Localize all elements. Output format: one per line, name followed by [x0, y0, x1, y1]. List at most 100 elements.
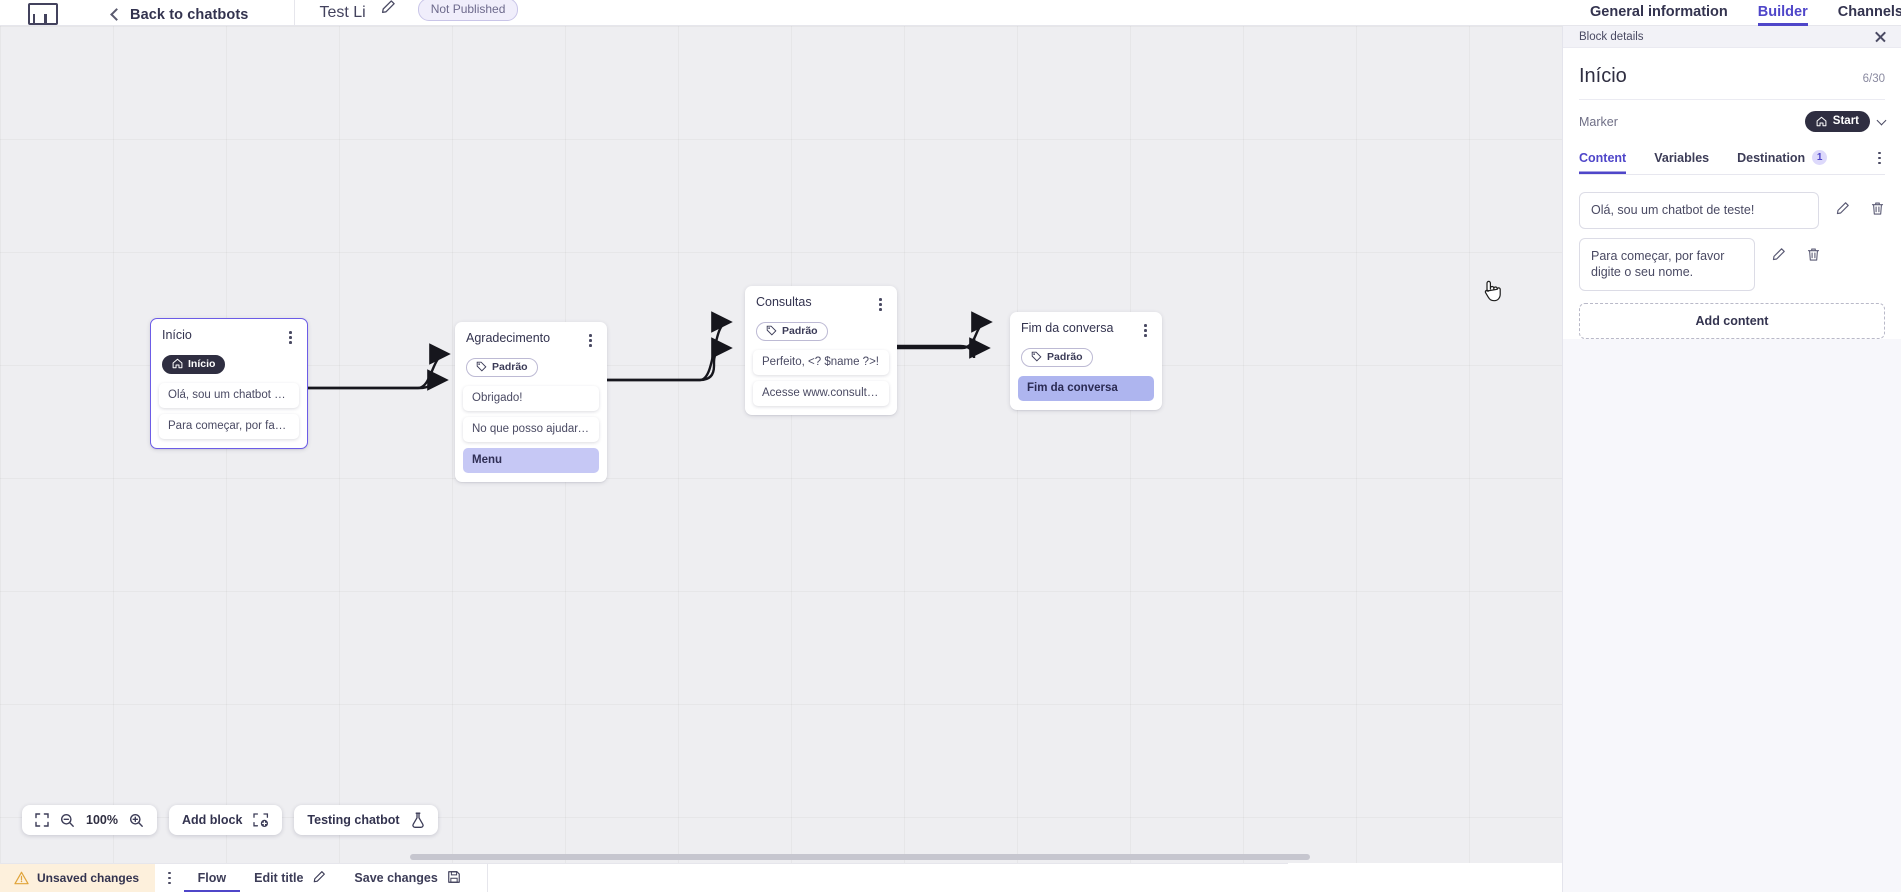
block-tag-padrao[interactable]: Padrão	[1021, 347, 1093, 367]
content-text[interactable]: Olá, sou um chatbot de teste!	[1579, 192, 1819, 229]
marker-row: Marker Start	[1579, 100, 1887, 142]
save-disk-icon	[447, 870, 461, 887]
tab-variables-label: Variables	[1654, 150, 1710, 165]
tab-destination-label: Destination	[1737, 150, 1806, 165]
bot-title: Test Li Not Published	[319, 0, 519, 25]
panel-body: Início 6/30 Marker Start Content Variabl…	[1563, 48, 1901, 339]
bottom-bar-menu-button[interactable]	[155, 871, 184, 885]
block-messages: Olá, sou um chatbot de teste! Para começ…	[151, 374, 307, 440]
block-tag-row: Padrão	[1010, 340, 1162, 368]
block-message[interactable]: Acesse www.consultas.com par...	[753, 381, 889, 407]
tab-builder[interactable]: Builder	[1758, 4, 1808, 26]
add-block-label: Add block	[181, 813, 243, 827]
panel-tabs: Content Variables Destination 1	[1579, 142, 1885, 175]
header-tabs: General information Builder Channels	[1590, 0, 1901, 26]
pencil-icon[interactable]	[380, 0, 396, 20]
flow-canvas[interactable]: Início Início Olá, sou um chatbot de tes…	[0, 26, 1562, 863]
chevron-left-icon	[110, 8, 123, 21]
zoom-out-icon[interactable]	[60, 813, 75, 828]
block-menu-button[interactable]	[875, 295, 886, 314]
panel-header: Block details	[1563, 26, 1901, 48]
add-block-button[interactable]: Add block	[168, 805, 283, 835]
block-tag-label: Padrão	[782, 324, 818, 337]
content-text[interactable]: Para começar, por favor digite o seu nom…	[1579, 238, 1755, 291]
block-message[interactable]: Olá, sou um chatbot de teste!	[159, 383, 299, 409]
back-to-chatbots-label: Back to chatbots	[130, 7, 249, 23]
flow-block-inicio[interactable]: Início Início Olá, sou um chatbot de tes…	[150, 318, 308, 450]
block-header: Fim da conversa	[1010, 321, 1162, 340]
tab-channels[interactable]: Channels	[1837, 4, 1901, 20]
canvas-toolbar: 100% Add block Testing chatbot	[22, 805, 438, 835]
block-message[interactable]: Obrigado!	[463, 386, 599, 412]
trash-icon[interactable]	[1806, 247, 1821, 262]
block-messages: Fim da conversa	[1010, 367, 1162, 402]
edit-title-button[interactable]: Edit title	[240, 864, 340, 892]
flow-block-agradecimento[interactable]: Agradecimento Padrão Obrigado! No que po…	[455, 322, 607, 483]
block-menu-button[interactable]	[585, 331, 596, 350]
testing-chatbot-button[interactable]: Testing chatbot	[294, 805, 438, 835]
tag-icon	[476, 362, 487, 372]
bottom-bar: Unsaved changes Flow Edit title Save cha…	[0, 863, 1288, 892]
save-changes-button[interactable]: Save changes	[340, 864, 474, 892]
block-message-end[interactable]: Fim da conversa	[1018, 376, 1154, 402]
chevron-down-icon[interactable]	[1876, 115, 1887, 125]
block-tag-padrao[interactable]: Padrão	[466, 357, 538, 377]
marker-value: Start	[1832, 115, 1859, 127]
content-item-actions	[1755, 238, 1821, 262]
marker-control[interactable]: Start	[1804, 111, 1887, 132]
add-block-icon	[253, 812, 269, 828]
bottom-bar-divider	[486, 863, 488, 892]
close-icon[interactable]	[1874, 30, 1887, 43]
unsaved-changes-indicator: Unsaved changes	[0, 863, 156, 892]
zoom-controls: 100%	[22, 805, 157, 835]
app-logo[interactable]	[26, 0, 60, 25]
flow-block-fim-da-conversa[interactable]: Fim da conversa Padrão Fim da conversa	[1010, 312, 1162, 411]
content-item-actions	[1819, 192, 1885, 216]
block-header: Agradecimento	[455, 331, 607, 350]
bottom-tab-flow[interactable]: Flow	[184, 864, 240, 892]
top-header: Back to chatbots Test Li Not Published G…	[0, 0, 1901, 26]
pencil-icon[interactable]	[1835, 201, 1850, 216]
canvas-horizontal-scrollbar[interactable]	[410, 854, 1310, 860]
tab-content-label: Content	[1579, 150, 1627, 165]
block-title: Consultas	[756, 295, 812, 309]
app-logo-icon	[28, 3, 58, 25]
block-message[interactable]: No que posso ajudar, <? $name ...	[463, 417, 599, 443]
block-details-panel: Block details Início 6/30 Marker Start C…	[1562, 26, 1901, 892]
warning-triangle-icon	[14, 871, 29, 885]
block-message-menu[interactable]: Menu	[463, 448, 599, 474]
save-changes-label: Save changes	[354, 871, 438, 885]
pencil-icon	[312, 870, 326, 887]
flow-block-consultas[interactable]: Consultas Padrão Perfeito, <? $name ?>! …	[745, 286, 897, 416]
status-badge: Not Published	[417, 0, 519, 21]
block-message[interactable]: Perfeito, <? $name ?>!	[753, 350, 889, 376]
block-menu-button[interactable]	[1140, 321, 1151, 340]
block-title: Agradecimento	[466, 331, 551, 345]
marker-label: Marker	[1579, 114, 1618, 129]
trash-icon[interactable]	[1870, 201, 1885, 216]
marker-value-pill[interactable]: Start	[1804, 111, 1870, 132]
block-tag-label: Padrão	[1047, 350, 1083, 363]
tab-content[interactable]: Content	[1579, 143, 1626, 174]
add-content-button[interactable]: Add content	[1579, 303, 1885, 339]
block-tag-label: Padrão	[492, 360, 528, 373]
fit-screen-icon[interactable]	[35, 813, 49, 827]
pencil-icon[interactable]	[1771, 247, 1786, 262]
panel-overflow-menu-button[interactable]	[1874, 149, 1885, 168]
zoom-in-icon[interactable]	[129, 813, 144, 828]
block-tag-row: Início	[151, 347, 307, 375]
block-menu-button[interactable]	[285, 328, 296, 347]
tab-variables[interactable]: Variables	[1654, 143, 1709, 174]
block-message[interactable]: Para começar, por favor digite o ...	[159, 414, 299, 440]
panel-header-title: Block details	[1579, 30, 1644, 43]
block-tag-start[interactable]: Início	[162, 354, 226, 374]
tag-icon	[766, 326, 777, 336]
char-counter: 6/30	[1862, 73, 1885, 85]
block-tag-padrao[interactable]: Padrão	[756, 321, 828, 341]
back-to-chatbots-button[interactable]: Back to chatbots	[110, 7, 249, 25]
tab-general-information[interactable]: General information	[1590, 4, 1728, 20]
tab-destination[interactable]: Destination 1	[1737, 142, 1828, 174]
tag-icon	[1031, 352, 1042, 362]
block-header: Consultas	[745, 295, 897, 314]
block-tag-row: Padrão	[745, 314, 897, 342]
